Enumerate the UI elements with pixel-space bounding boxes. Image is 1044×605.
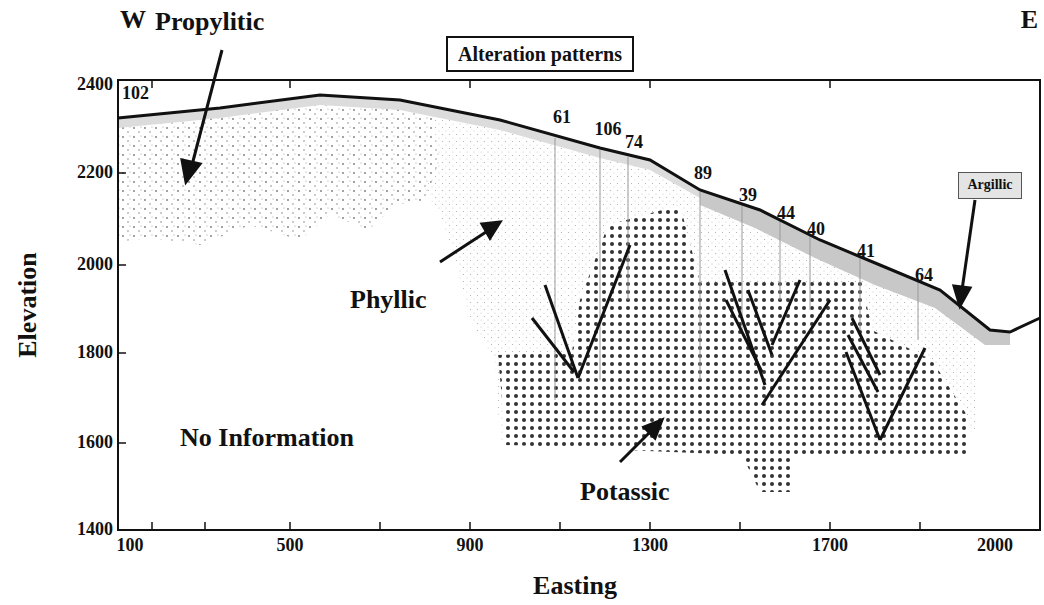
art-part bbox=[289, 522, 291, 530]
art-part bbox=[748, 290, 772, 355]
topography-line bbox=[118, 95, 1040, 332]
drill-hole-number: 106 bbox=[595, 120, 622, 140]
y-tick-label: 1400 bbox=[77, 520, 113, 540]
x-tick-label: 2000 bbox=[977, 536, 1013, 556]
drill-hole-number: 41 bbox=[857, 242, 875, 262]
art-part bbox=[118, 172, 126, 174]
direction-label: W bbox=[120, 6, 146, 35]
art-part bbox=[810, 236, 811, 310]
art-part bbox=[469, 522, 471, 530]
art-part bbox=[700, 192, 701, 380]
art-part bbox=[118, 352, 126, 354]
drill-hole-number: 40 bbox=[807, 220, 825, 240]
art-part bbox=[151, 80, 153, 88]
art-part bbox=[962, 200, 975, 290]
fault-lines bbox=[532, 245, 925, 440]
art-part bbox=[118, 442, 126, 444]
art-part bbox=[440, 232, 486, 262]
art-part bbox=[725, 270, 765, 385]
art-part bbox=[649, 80, 651, 88]
art-part bbox=[182, 160, 200, 182]
art-part bbox=[772, 280, 800, 345]
leader-arrows bbox=[182, 50, 975, 462]
art-part bbox=[829, 522, 831, 530]
potassic-zone bbox=[498, 205, 970, 492]
art-part bbox=[780, 220, 781, 300]
y-tick-label: 2000 bbox=[77, 255, 113, 275]
zone-label: Propylitic bbox=[155, 8, 264, 37]
art-part bbox=[918, 280, 919, 340]
art-part bbox=[954, 286, 970, 306]
art-part bbox=[649, 522, 651, 530]
drill-hole-number: 39 bbox=[739, 186, 757, 206]
zone-label-box: Argillic bbox=[958, 172, 1022, 199]
art-part bbox=[644, 420, 662, 438]
axis-title: Elevation bbox=[14, 252, 43, 357]
art-part bbox=[578, 245, 630, 378]
art-part bbox=[289, 80, 291, 88]
x-tick-label: 100 bbox=[117, 536, 144, 556]
zone-label: No Information bbox=[180, 424, 354, 453]
art-part bbox=[880, 348, 925, 440]
art-part bbox=[860, 258, 861, 330]
art-part bbox=[739, 522, 741, 530]
plot-frame bbox=[118, 80, 1040, 530]
art-part bbox=[192, 50, 222, 165]
art-part bbox=[545, 285, 578, 378]
x-tick-label: 900 bbox=[457, 536, 484, 556]
drill-hole-number: 61 bbox=[553, 108, 571, 128]
axis-title: Easting bbox=[533, 572, 617, 601]
art-part bbox=[762, 300, 830, 405]
art-part bbox=[204, 522, 206, 530]
art-part bbox=[555, 138, 556, 400]
drill-hole-number: 44 bbox=[777, 204, 795, 224]
drill-hole-number: 102 bbox=[122, 84, 149, 104]
art-part bbox=[482, 222, 500, 238]
x-tick-label: 1300 bbox=[632, 536, 668, 556]
y-tick-label: 1800 bbox=[77, 343, 113, 363]
direction-label: E bbox=[1021, 6, 1038, 35]
art-part bbox=[600, 150, 601, 380]
art-part bbox=[118, 264, 126, 266]
art-part bbox=[846, 352, 880, 440]
zone-label: Phyllic bbox=[350, 286, 427, 315]
zone-label: Potassic bbox=[580, 478, 670, 507]
y-tick-label: 2200 bbox=[77, 163, 113, 183]
y-tick-label: 2400 bbox=[77, 75, 113, 95]
box-text: Alteration patterns bbox=[458, 43, 622, 65]
axis-ticks bbox=[118, 80, 920, 530]
art-part bbox=[742, 205, 743, 330]
art-part bbox=[848, 335, 878, 392]
art-part bbox=[469, 80, 471, 88]
art-part bbox=[559, 522, 561, 530]
art-part bbox=[919, 522, 921, 530]
art-part bbox=[620, 432, 650, 462]
drill-hole-number: 64 bbox=[915, 266, 933, 286]
y-tick-label: 1600 bbox=[77, 433, 113, 453]
art-part bbox=[151, 522, 153, 530]
title-box: Alteration patterns bbox=[446, 36, 634, 72]
drill-hole-number: 89 bbox=[694, 164, 712, 184]
art-part bbox=[628, 157, 629, 300]
x-tick-label: 1700 bbox=[812, 536, 848, 556]
x-tick-label: 500 bbox=[277, 536, 304, 556]
art-part bbox=[379, 522, 381, 530]
art-part bbox=[532, 318, 574, 372]
box-text: Argillic bbox=[966, 177, 1014, 192]
drill-holes bbox=[555, 138, 918, 400]
drill-hole-number: 74 bbox=[625, 133, 643, 153]
art-part bbox=[829, 80, 831, 88]
